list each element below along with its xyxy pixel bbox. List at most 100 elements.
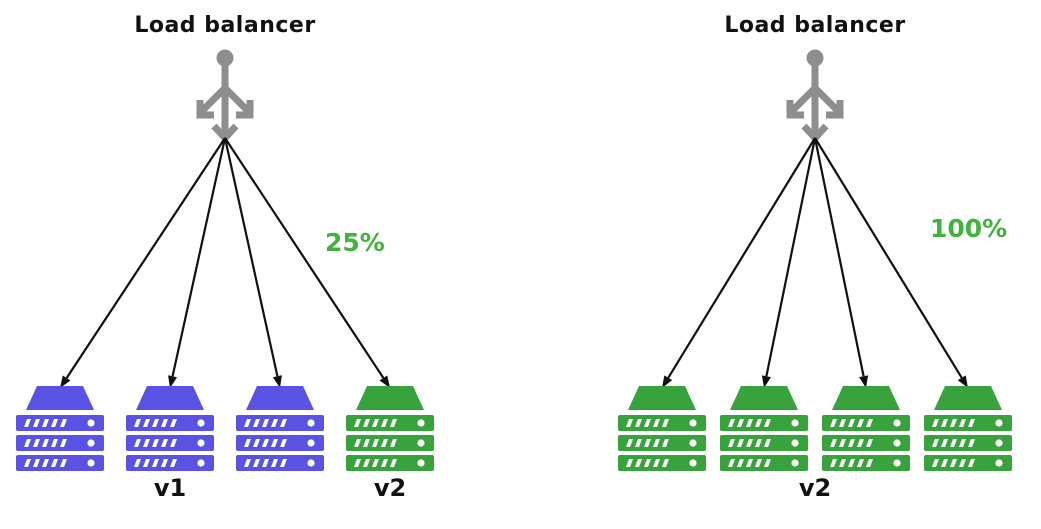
vent-slash [253,459,260,467]
vent-slash [635,439,642,447]
vent-slash [253,439,260,447]
vent-slash [626,439,633,447]
vent-slash [746,419,753,427]
full-rollout-panel: Load balancer v2 [590,0,1040,529]
vent-slash [755,419,762,427]
led-dot [197,459,205,467]
vent-slash [737,439,744,447]
server-row [590,385,1040,473]
vent-slash [839,419,846,427]
vent-slash [161,459,168,467]
server-top [356,386,424,410]
led-dot [197,419,205,427]
traffic-percent-label: 25% [325,228,385,257]
vent-slash [51,419,58,427]
vent-slash [271,419,278,427]
vent-slash [662,439,669,447]
led-dot [689,439,697,447]
vent-slash [848,439,855,447]
vent-slash [848,459,855,467]
vent-slash [253,419,260,427]
vent-slash [271,439,278,447]
vent-slash [42,439,49,447]
vent-slash [626,459,633,467]
vent-slash [42,459,49,467]
vent-slash [626,419,633,427]
load-balancer-label: Load balancer [724,13,906,38]
vent-slash [866,439,873,447]
vent-slash [662,459,669,467]
led-dot [791,439,799,447]
vent-slash [170,419,177,427]
vent-slash [262,459,269,467]
vent-slash [746,439,753,447]
vent-slash [764,419,771,427]
server-top [246,386,314,410]
vent-slash [372,419,379,427]
vent-slash [161,419,168,427]
traffic-arrow [814,137,968,388]
vent-slash [728,439,735,447]
vent-slash [170,459,177,467]
vent-slash [728,459,735,467]
server-top [832,386,900,410]
vent-slash [271,459,278,467]
vent-slash [644,459,651,467]
vent-slash [244,459,251,467]
vent-slash [932,419,939,427]
led-dot [995,439,1003,447]
vent-slash [244,419,251,427]
led-dot [689,459,697,467]
led-dot [893,459,901,467]
vent-slash [653,459,660,467]
led-dot [307,439,315,447]
vent-slash [143,419,150,427]
server-v1-icon [16,386,104,471]
vent-slash [354,419,361,427]
vent-slash [372,439,379,447]
traffic-arrow [168,137,227,388]
vent-slash [134,419,141,427]
traffic-arrow [223,137,282,388]
traffic-arrow [761,137,817,388]
led-dot [307,459,315,467]
led-dot [995,419,1003,427]
server-top [730,386,798,410]
led-dot [87,419,95,427]
led-dot [87,459,95,467]
vent-slash [143,459,150,467]
led-dot [417,459,425,467]
vent-slash [354,459,361,467]
vent-slash [244,439,251,447]
vent-slash [134,439,141,447]
vent-slash [755,459,762,467]
vent-slash [390,459,397,467]
load-balancer-icon [196,49,254,142]
vent-slash [950,419,957,427]
vent-slash [381,419,388,427]
vent-slash [968,459,975,467]
vent-slash [33,419,40,427]
led-dot [197,439,205,447]
vent-slash [372,459,379,467]
vent-slash [42,419,49,427]
server-v1-icon [126,386,214,471]
vent-slash [737,419,744,427]
vent-slash [143,439,150,447]
vent-slash [33,439,40,447]
server-v2-icon [720,386,808,471]
vent-slash [60,459,67,467]
vent-slash [280,419,287,427]
vent-slash [959,439,966,447]
vent-slash [653,439,660,447]
server-row [0,385,450,473]
vent-slash [839,439,846,447]
server-v2-icon [618,386,706,471]
vent-slash [941,419,948,427]
vent-slash [764,439,771,447]
vent-slash [830,439,837,447]
vent-slash [381,459,388,467]
vent-slash [839,459,846,467]
